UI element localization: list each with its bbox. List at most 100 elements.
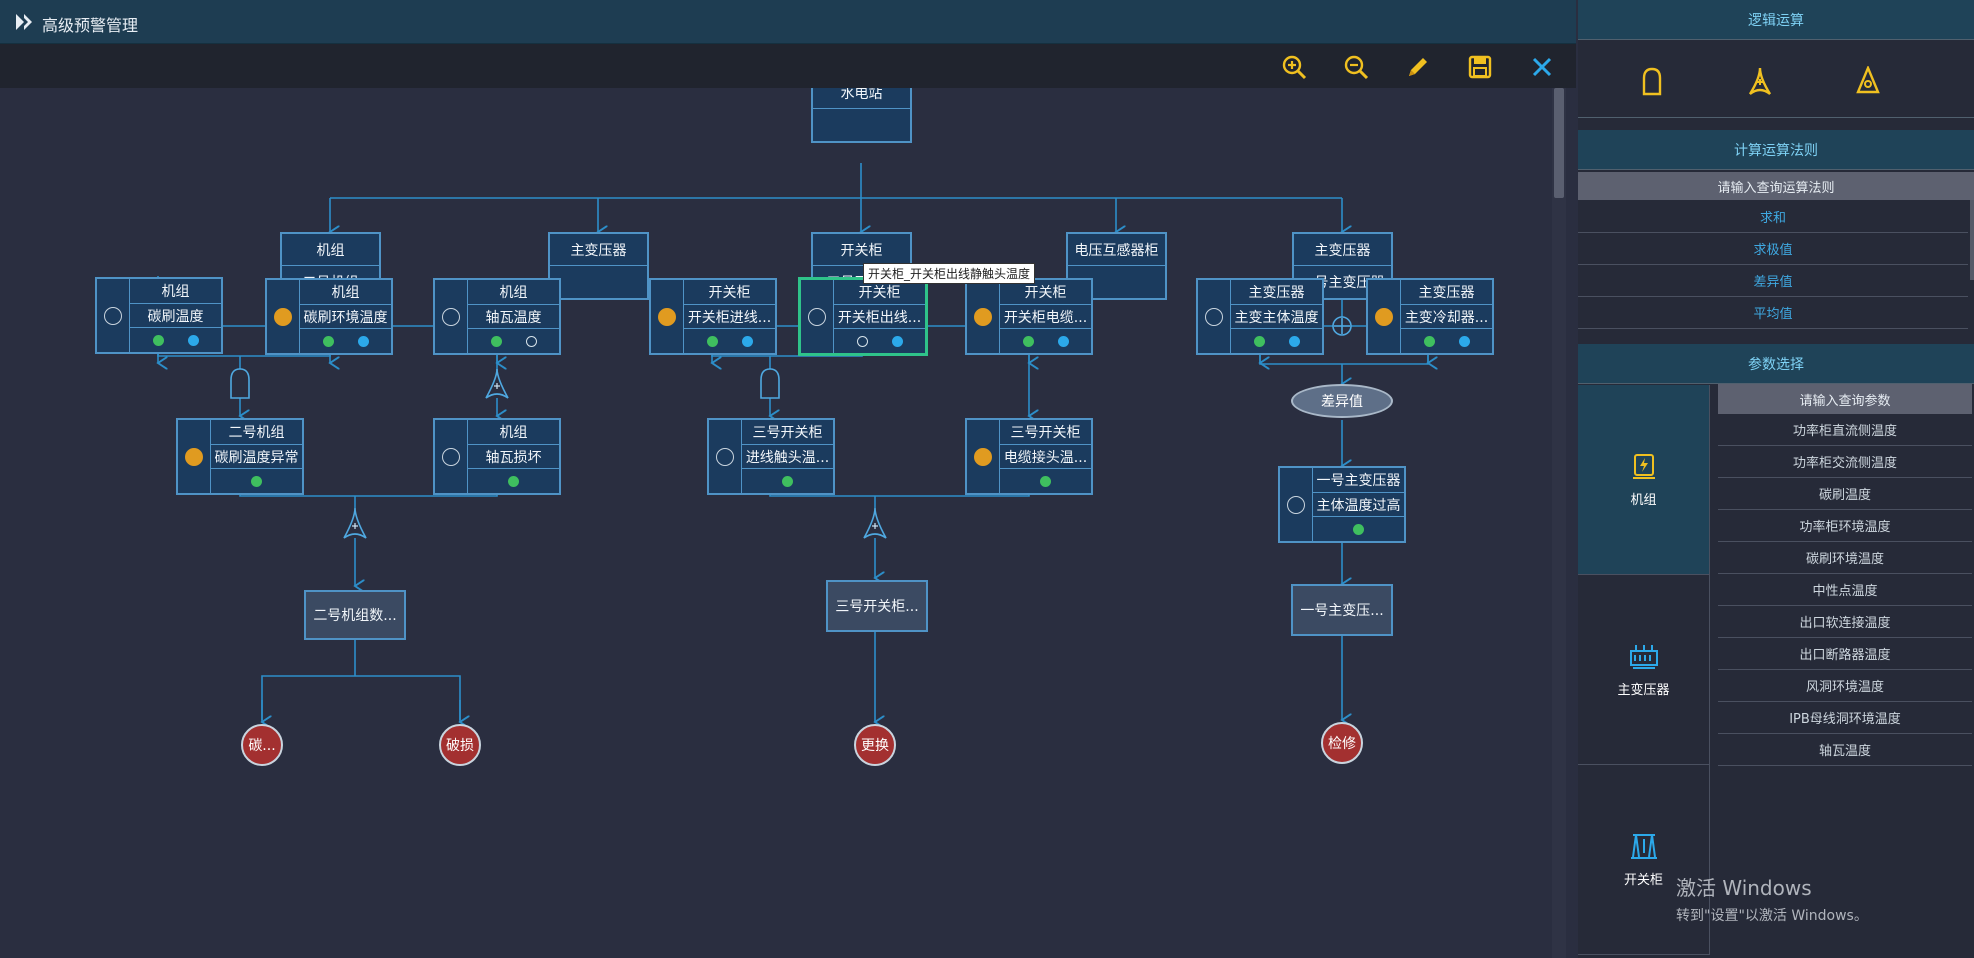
status-dot [322,335,334,347]
rule-item[interactable]: 求极值 [1578,233,1968,265]
and-gate-icon[interactable] [1638,66,1666,96]
right-panel: 逻辑运算 计算运算法则 请输入查询运算法则 求和 求极值 差异值 平均值 参数选… [1578,0,1974,958]
end-node[interactable]: 检修 [1321,722,1363,764]
toolbar [0,44,1576,88]
param-item[interactable]: 出口软连接温度 [1718,606,1972,638]
param-item[interactable]: 轴瓦温度 [1718,734,1972,766]
param-item[interactable]: 中性点温度 [1718,574,1972,606]
category-generator[interactable]: 机组 [1578,385,1710,575]
rules-search-input[interactable]: 请输入查询运算法则 [1578,172,1974,200]
and-gate-icon [230,368,250,399]
root-node[interactable]: 水电站 [811,88,912,143]
result-node[interactable]: 一号主变压... [1291,584,1393,636]
result-node[interactable]: 二号机组数... [304,590,406,640]
status-dot [357,335,369,347]
and-gate-icon [760,368,780,399]
rules-scrollbar[interactable] [1970,200,1974,280]
status-dot [891,335,903,347]
condition-node[interactable]: 开关柜开关柜电缆... [965,278,1093,355]
param-item[interactable]: IPB母线洞环境温度 [1718,702,1972,734]
status-toggle[interactable] [1287,495,1305,514]
status-dot [490,335,502,347]
logic-section-title: 逻辑运算 [1578,0,1974,40]
save-icon[interactable] [1466,53,1494,81]
intermediate-node[interactable]: 三号开关柜进线触头温... [707,418,835,495]
param-item[interactable]: 功率柜直流侧温度 [1718,414,1972,446]
param-item[interactable]: 碳刷温度 [1718,478,1972,510]
status-dot [1040,475,1051,487]
intermediate-node[interactable]: 机组轴瓦损坏 [433,418,561,495]
end-node[interactable]: 碳... [241,724,283,766]
condition-node[interactable]: 机组碳刷温度 [95,277,223,354]
status-toggle[interactable] [716,447,734,466]
intermediate-node[interactable]: 二号机组碳刷温度异常 [176,418,304,495]
params-search-input[interactable]: 请输入查询参数 [1718,384,1972,414]
status-dot [741,335,753,347]
end-node[interactable]: 破损 [439,724,481,766]
condition-node[interactable]: 机组碳刷环境温度 [265,278,393,355]
status-toggle[interactable] [274,307,292,326]
canvas-scrollbar[interactable] [1552,88,1566,958]
result-node[interactable]: 三号开关柜... [826,580,928,632]
status-dot [1253,335,1265,347]
double-chevron-icon [16,14,32,30]
status-dot [152,334,164,346]
condition-node-selected[interactable]: 开关柜开关柜出线... [799,278,927,355]
status-dot [856,335,868,347]
logic-gates-row [1578,42,1974,118]
status-dot [706,335,718,347]
status-toggle[interactable] [1375,307,1393,326]
status-toggle[interactable] [104,306,122,325]
param-item[interactable]: 碳刷环境温度 [1718,542,1972,574]
param-item[interactable]: 风洞环境温度 [1718,670,1972,702]
close-icon[interactable] [1528,53,1556,81]
status-dot [1022,335,1034,347]
condition-node[interactable]: 主变压器主变冷却器... [1366,278,1494,355]
category-transformer[interactable]: 主变压器 [1578,575,1710,765]
condition-node[interactable]: 主变压器主变主体温度 [1196,278,1324,355]
diff-operator[interactable]: 差异值 [1291,384,1393,418]
pencil-icon[interactable] [1404,53,1432,81]
rule-item[interactable]: 差异值 [1578,265,1968,297]
zoom-in-icon[interactable] [1280,53,1308,81]
status-toggle[interactable] [185,447,203,466]
windows-activation-watermark: 激活 Windows 转到"设置"以激活 Windows。 [1676,876,1868,924]
xor-gate-icon[interactable] [1746,66,1774,96]
condition-node[interactable]: 开关柜开关柜进线... [649,278,777,355]
diagram-canvas[interactable]: 水电站 机组二号机组 主变压器 开关柜三号开关柜 电压互感器柜 主变压器一号主变… [0,88,1560,958]
status-toggle[interactable] [974,447,992,466]
title-bar: 高级预警管理 [0,0,1576,44]
status-dot [525,335,537,347]
condition-node[interactable]: 机组轴瓦温度 [433,278,561,355]
intermediate-node[interactable]: 三号开关柜电缆接头温... [965,418,1093,495]
category-switchgear[interactable]: 开关柜 [1578,765,1710,955]
param-item[interactable]: 功率柜交流侧温度 [1718,446,1972,478]
rule-item[interactable]: 求和 [1578,201,1968,233]
status-dot [1288,335,1300,347]
intermediate-node[interactable]: 一号主变压器主体温度过高 [1278,466,1406,543]
level1-node[interactable]: 主变压器 [548,232,649,300]
status-toggle[interactable] [974,307,992,326]
param-item[interactable]: 功率柜环境温度 [1718,510,1972,542]
status-toggle[interactable] [1205,307,1223,326]
rule-item[interactable]: 平均值 [1578,297,1968,329]
params-section-title: 参数选择 [1578,344,1974,384]
generator-icon [1632,454,1655,479]
status-toggle[interactable] [658,307,676,326]
status-dot [251,475,262,487]
end-node[interactable]: 更换 [854,724,896,766]
status-toggle[interactable] [442,447,460,466]
status-toggle[interactable] [442,307,460,326]
zoom-out-icon[interactable] [1342,53,1370,81]
status-dot [1423,335,1435,347]
transformer-icon [1629,645,1658,669]
node-tooltip: 开关柜_开关柜出线静触头温度 [863,263,1036,284]
scrollbar-thumb[interactable] [1554,88,1564,198]
inhibit-gate-icon[interactable] [1854,66,1882,96]
status-toggle[interactable] [808,307,826,326]
param-item[interactable]: 出口断路器温度 [1718,638,1972,670]
bottom-strip [0,950,1552,958]
status-dot [782,475,793,487]
status-dot [508,475,519,487]
